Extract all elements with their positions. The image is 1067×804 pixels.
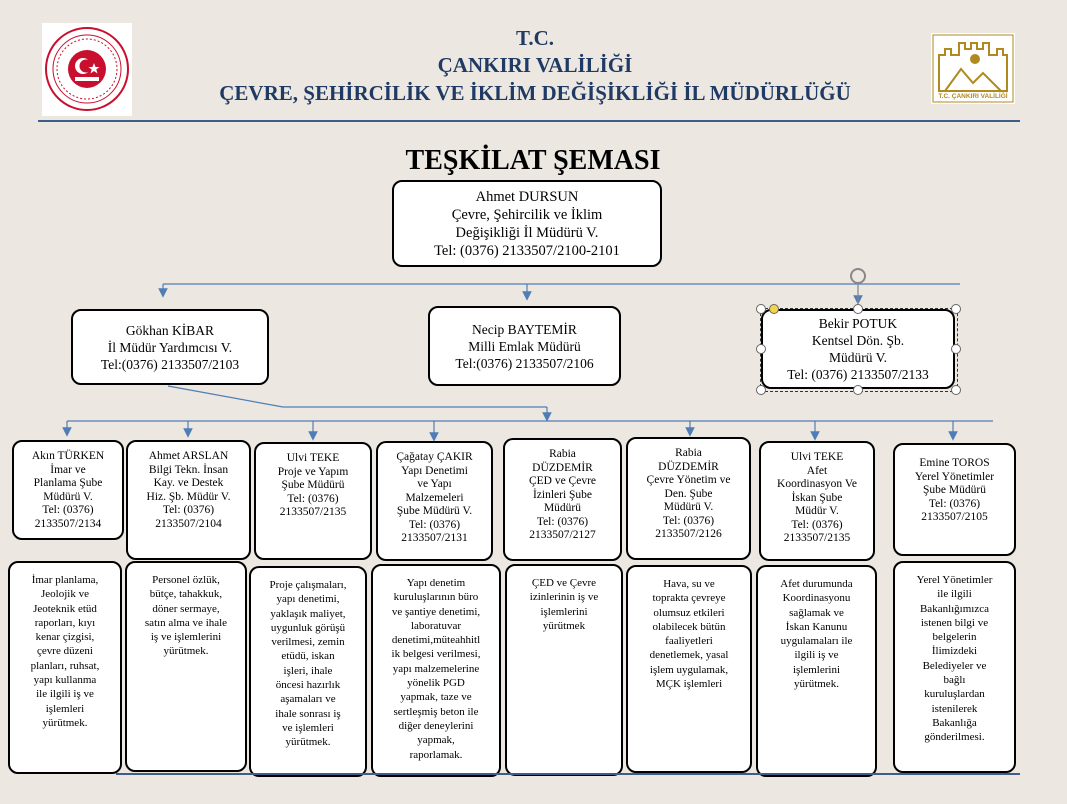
header-rule bbox=[38, 120, 1020, 122]
task-box-bilgi[interactable]: Personel özlük, bütçe, tahakkuk, döner s… bbox=[125, 561, 247, 772]
task-box-ced[interactable]: ÇED ve Çevre izinlerinin iş ve işlemleri… bbox=[505, 564, 623, 776]
deputy-director-text: Gökhan KİBAR İl Müdür Yardımcısı V. Tel:… bbox=[100, 322, 240, 372]
task-box-cevre-yonetim[interactable]: Hava, su ve toprakta çevreye olumsuz etk… bbox=[626, 565, 752, 773]
footer-rule bbox=[116, 773, 1020, 775]
right-logo-caption: T.C. ÇANKIRI VALİLİĞİ bbox=[938, 93, 1008, 100]
unit-text: Emine TOROS Yerel Yönetimler Şube Müdürü… bbox=[914, 457, 995, 523]
unit-text: Rabia DÜZDEMİR Çevre Yönetim ve Den. Şub… bbox=[646, 447, 731, 540]
task-text: Afet durumunda Koordinasyonu sağlamak ve… bbox=[780, 578, 853, 691]
national-estate-box[interactable]: Necip BAYTEMİR Milli Emlak Müdürü Tel:(0… bbox=[428, 306, 621, 386]
selection-frame bbox=[760, 308, 958, 392]
task-box-yapi-denetim[interactable]: Yapı denetim kuruluşlarının büro ve şant… bbox=[371, 564, 501, 777]
unit-box-afet[interactable]: Ulvi TEKE Afet Koordinasyon Ve İskan Şub… bbox=[759, 441, 875, 561]
task-text: İmar planlama, Jeolojik ve Jeoteknik etü… bbox=[30, 574, 100, 729]
header-line-tc: T.C. bbox=[515, 26, 555, 50]
cankiri-governorship-logo bbox=[931, 33, 1015, 104]
task-text: Yerel Yönetimler ile ilgili Bakanlığımız… bbox=[916, 574, 993, 744]
unit-text: Ulvi TEKE Proje ve Yapım Şube Müdürü Tel… bbox=[277, 452, 349, 518]
director-text: Ahmet DURSUN Çevre, Şehircilik ve İklim … bbox=[434, 188, 620, 259]
national-estate-text: Necip BAYTEMİR Milli Emlak Müdürü Tel:(0… bbox=[455, 321, 594, 371]
unit-box-cevre-yonetim[interactable]: Rabia DÜZDEMİR Çevre Yönetim ve Den. Şub… bbox=[626, 437, 751, 560]
task-text: Personel özlük, bütçe, tahakkuk, döner s… bbox=[144, 574, 228, 658]
unit-box-ced[interactable]: Rabia DÜZDEMİR ÇED ve Çevre İzinleri Şub… bbox=[503, 438, 622, 561]
adjust-handle[interactable] bbox=[769, 304, 779, 314]
deputy-director-box[interactable]: Gökhan KİBAR İl Müdür Yardımcısı V. Tel:… bbox=[71, 309, 269, 385]
header-line-governorship: ÇANKIRI VALİLİĞİ bbox=[437, 53, 633, 77]
task-box-imar[interactable]: İmar planlama, Jeolojik ve Jeoteknik etü… bbox=[8, 561, 122, 774]
unit-text: Ahmet ARSLAN Bilgi Tekn. İnsan Kay. ve D… bbox=[146, 450, 231, 530]
unit-box-yerel-yonetim[interactable]: Emine TOROS Yerel Yönetimler Şube Müdürü… bbox=[893, 443, 1016, 556]
unit-box-proje[interactable]: Ulvi TEKE Proje ve Yapım Şube Müdürü Tel… bbox=[254, 442, 372, 560]
unit-box-bilgi[interactable]: Ahmet ARSLAN Bilgi Tekn. İnsan Kay. ve D… bbox=[126, 440, 251, 560]
resize-handle[interactable] bbox=[951, 344, 961, 354]
resize-handle[interactable] bbox=[853, 304, 863, 314]
task-text: ÇED ve Çevre izinlerinin iş ve işlemleri… bbox=[529, 577, 599, 632]
ministry-emblem-logo bbox=[42, 23, 132, 116]
resize-handle[interactable] bbox=[951, 304, 961, 314]
resize-handle[interactable] bbox=[853, 385, 863, 395]
resize-handle[interactable] bbox=[756, 385, 766, 395]
task-text: Proje çalışmaları, yapı denetimi, yaklaş… bbox=[269, 579, 347, 749]
urban-transformation-text: Bekir POTUK Kentsel Dön. Şb. Müdürü V. T… bbox=[787, 316, 929, 382]
task-box-afet[interactable]: Afet durumunda Koordinasyonu sağlamak ve… bbox=[756, 565, 877, 777]
unit-box-imar[interactable]: Akın TÜRKEN İmar ve Planlama Şube Müdürü… bbox=[12, 440, 124, 540]
task-box-yerel-yonetim[interactable]: Yerel Yönetimler ile ilgili Bakanlığımız… bbox=[893, 561, 1016, 773]
chart-title: TEŞKİLAT ŞEMASI bbox=[405, 145, 661, 176]
unit-text: Çağatay ÇAKIR Yapı Denetimi ve Yapı Malz… bbox=[396, 451, 473, 544]
resize-handle[interactable] bbox=[951, 385, 961, 395]
director-box[interactable]: Ahmet DURSUN Çevre, Şehircilik ve İklim … bbox=[392, 180, 662, 267]
task-text: Hava, su ve toprakta çevreye olumsuz etk… bbox=[649, 578, 729, 691]
resize-handle[interactable] bbox=[756, 304, 766, 314]
unit-box-yapi-denetim[interactable]: Çağatay ÇAKIR Yapı Denetimi ve Yapı Malz… bbox=[376, 441, 493, 561]
task-text: Yapı denetim kuruluşlarının büro ve şant… bbox=[391, 577, 481, 761]
header-line-directorate: ÇEVRE, ŞEHİRCİLİK VE İKLİM DEĞİŞİKLİĞİ İ… bbox=[219, 81, 851, 105]
unit-text: Akın TÜRKEN İmar ve Planlama Şube Müdürü… bbox=[31, 450, 105, 530]
unit-text: Ulvi TEKE Afet Koordinasyon Ve İskan Şub… bbox=[777, 451, 857, 544]
task-box-proje[interactable]: Proje çalışmaları, yapı denetimi, yaklaş… bbox=[249, 566, 367, 777]
unit-text: Rabia DÜZDEMİR ÇED ve Çevre İzinleri Şub… bbox=[528, 448, 597, 541]
resize-handle[interactable] bbox=[756, 344, 766, 354]
